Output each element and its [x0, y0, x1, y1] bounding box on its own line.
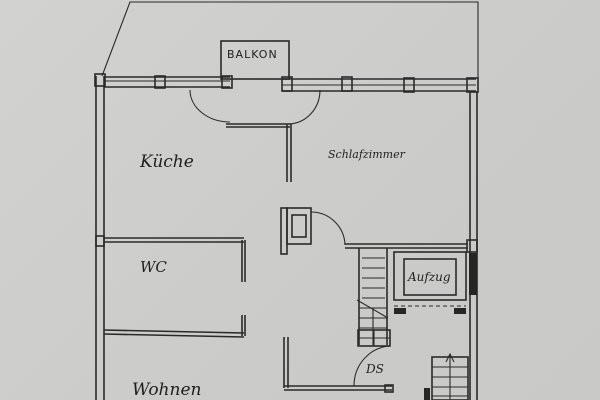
top-wall [104, 75, 479, 93]
left-wall [94, 73, 106, 400]
room-label-balkon: BALKON [227, 48, 278, 61]
terrace-outline [101, 1, 479, 78]
lower-hall [283, 329, 394, 393]
stairs-upper [356, 248, 389, 345]
room-label-wc: WC [140, 258, 167, 276]
hall-wall [345, 243, 468, 249]
balcony-door [189, 89, 321, 182]
room-label-schlafzimmer: Schlafzimmer [328, 148, 405, 161]
chimney [280, 207, 346, 255]
right-wall [466, 92, 478, 400]
balcony [220, 40, 290, 80]
room-label-ds: DS [366, 362, 384, 376]
elevator-shaft [393, 251, 467, 314]
room-label-kueche: Küche [140, 152, 194, 172]
stairs-lower [424, 352, 469, 400]
wc-room [103, 237, 246, 338]
room-label-wohnen: Wohnen [132, 380, 202, 400]
room-label-aufzug: Aufzug [408, 270, 451, 284]
